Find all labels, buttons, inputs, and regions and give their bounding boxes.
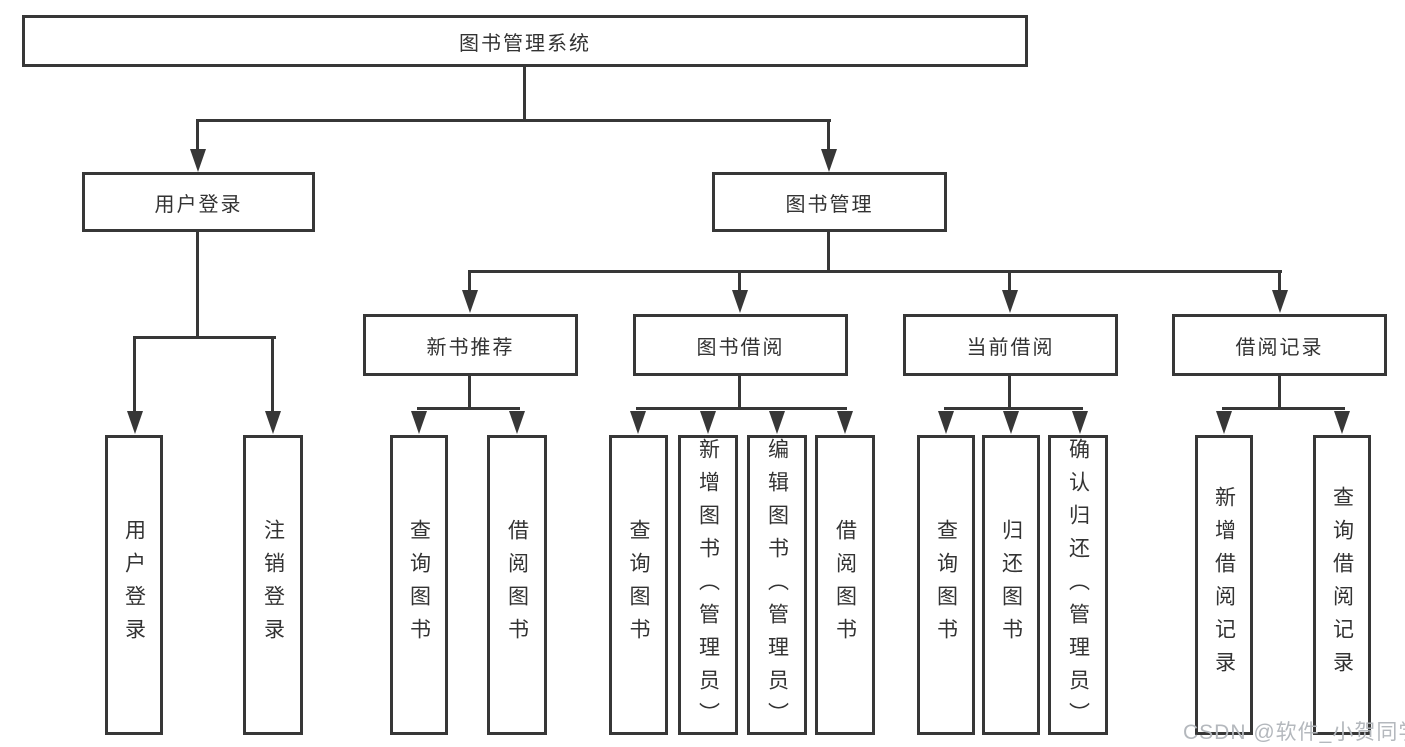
leaf-borrow-add-admin-label: 新增图书（管理员） — [696, 438, 720, 735]
leaf-newbook-query: 查询图书 — [390, 435, 448, 735]
leaf-newbook-borrow: 借阅图书 — [487, 435, 547, 735]
node-user-login-label: 用户登录 — [154, 193, 243, 216]
leaf-record-query: 查询借阅记录 — [1313, 435, 1371, 735]
arrow-down-icon — [265, 411, 281, 434]
connector-user-login-trunk — [196, 232, 199, 338]
node-root-label: 图书管理系统 — [459, 32, 591, 55]
arrow-down-icon — [462, 290, 478, 313]
leaf-logout-label: 注销登录 — [261, 519, 285, 651]
leaf-borrow-book-label: 借阅图书 — [833, 519, 857, 651]
node-current-borrow: 当前借阅 — [903, 314, 1118, 376]
node-book-borrow-label: 图书借阅 — [696, 336, 785, 359]
leaf-current-return: 归还图书 — [982, 435, 1040, 735]
csdn-watermark: CSDN @软件_小贺同学 — [1183, 721, 1405, 744]
arrow-down-icon — [1272, 290, 1288, 313]
arrow-down-icon — [630, 411, 646, 434]
node-borrow-record-label: 借阅记录 — [1235, 336, 1324, 359]
connector-drop-leaf — [271, 336, 274, 412]
connector-new-book-split — [417, 407, 520, 410]
leaf-borrow-book: 借阅图书 — [815, 435, 875, 735]
arrow-down-icon — [1216, 411, 1232, 434]
connector-borrow-record-trunk — [1278, 376, 1281, 409]
connector-drop-new-book — [468, 270, 471, 291]
connector-book-mgmt-split — [468, 270, 1282, 273]
arrow-down-icon — [732, 290, 748, 313]
leaf-borrow-add-admin: 新增图书（管理员） — [678, 435, 738, 735]
connector-drop-leaf — [133, 336, 136, 412]
leaf-borrow-query-label: 查询图书 — [627, 519, 650, 651]
arrow-down-icon — [1072, 411, 1088, 434]
node-book-mgmt-label: 图书管理 — [785, 193, 874, 216]
leaf-logout: 注销登录 — [243, 435, 303, 735]
leaf-current-query-label: 查询图书 — [934, 519, 958, 651]
connector-borrow-record-split — [1222, 407, 1345, 410]
leaf-user-login-label: 用户登录 — [122, 519, 146, 651]
arrow-down-icon — [700, 411, 716, 434]
leaf-current-confirm-admin-label: 确认归还（管理员） — [1066, 438, 1090, 735]
arrow-down-icon — [1002, 290, 1018, 313]
node-current-borrow-label: 当前借阅 — [966, 336, 1055, 359]
connector-book-mgmt-trunk — [827, 232, 830, 272]
leaf-borrow-edit-admin-label: 编辑图书（管理员） — [765, 438, 789, 735]
arrow-down-icon — [1003, 411, 1019, 434]
arrow-down-icon — [127, 411, 143, 434]
connector-drop-current-borrow — [1008, 270, 1011, 291]
connector-user-login-split — [133, 336, 276, 339]
connector-root-trunk — [523, 67, 526, 120]
connector-drop-borrow-record — [1278, 270, 1281, 291]
connector-drop-book-mgmt — [827, 119, 830, 150]
connector-new-book-trunk — [468, 376, 471, 409]
connector-drop-book-borrow — [738, 270, 741, 291]
node-new-book-label: 新书推荐 — [426, 336, 515, 359]
node-root: 图书管理系统 — [22, 15, 1028, 67]
arrow-down-icon — [938, 411, 954, 434]
arrow-down-icon — [411, 411, 427, 434]
leaf-newbook-query-label: 查询图书 — [407, 519, 431, 651]
connector-root-split — [196, 119, 831, 122]
connector-book-borrow-trunk — [738, 376, 741, 409]
leaf-current-query: 查询图书 — [917, 435, 975, 735]
leaf-current-return-label: 归还图书 — [999, 519, 1023, 651]
arrow-down-icon — [769, 411, 785, 434]
arrow-down-icon — [821, 149, 837, 172]
connector-current-borrow-trunk — [1008, 376, 1011, 409]
arrow-down-icon — [1334, 411, 1350, 434]
leaf-record-add-label: 新增借阅记录 — [1212, 486, 1236, 684]
leaf-record-query-label: 查询借阅记录 — [1330, 486, 1354, 684]
leaf-record-add: 新增借阅记录 — [1195, 435, 1253, 735]
connector-book-borrow-split — [636, 407, 847, 410]
arrow-down-icon — [509, 411, 525, 434]
connector-current-borrow-split — [944, 407, 1083, 410]
leaf-borrow-edit-admin: 编辑图书（管理员） — [747, 435, 807, 735]
node-book-mgmt: 图书管理 — [712, 172, 947, 232]
node-new-book: 新书推荐 — [363, 314, 578, 376]
node-book-borrow: 图书借阅 — [633, 314, 848, 376]
node-user-login: 用户登录 — [82, 172, 315, 232]
leaf-current-confirm-admin: 确认归还（管理员） — [1048, 435, 1108, 735]
arrow-down-icon — [190, 149, 206, 172]
arrow-down-icon — [837, 411, 853, 434]
leaf-newbook-borrow-label: 借阅图书 — [505, 519, 529, 651]
leaf-borrow-query: 查询图书 — [609, 435, 668, 735]
connector-drop-user-login — [196, 119, 199, 150]
leaf-user-login: 用户登录 — [105, 435, 163, 735]
node-borrow-record: 借阅记录 — [1172, 314, 1387, 376]
